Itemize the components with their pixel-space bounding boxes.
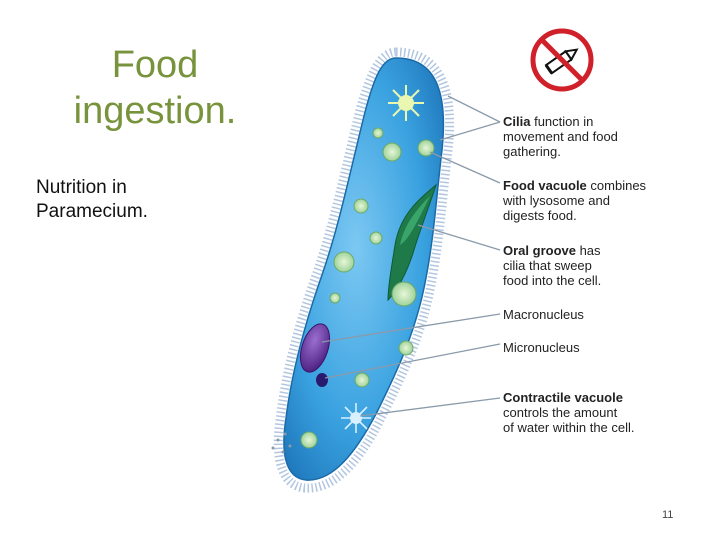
leader-macronucleus bbox=[321, 313, 501, 343]
label-cilia-term: Cilia bbox=[503, 114, 531, 129]
label-micronucleus: Micronucleus bbox=[503, 340, 580, 355]
leader-contractile-vacuole bbox=[359, 397, 501, 417]
expelled-particles bbox=[271, 432, 292, 454]
micronucleus bbox=[316, 373, 328, 387]
contractile-vacuole-bottom bbox=[341, 403, 371, 433]
label-food-vacuole-line2: with lysosome and bbox=[503, 193, 610, 208]
title-line-2: ingestion. bbox=[73, 90, 237, 132]
label-contractile-vacuole-line3: of water within the cell. bbox=[503, 420, 635, 435]
slide-title: Food ingestion. bbox=[40, 42, 270, 134]
page-number: 11 bbox=[662, 509, 674, 521]
subtitle-line-2: Paramecium. bbox=[36, 201, 148, 222]
label-cilia-line3: gathering. bbox=[503, 144, 561, 159]
label-oral-groove-line2: cilia that sweep bbox=[503, 258, 592, 273]
label-macronucleus-text: Macronucleus bbox=[503, 307, 584, 322]
label-oral-groove: Oral groove has cilia that sweep food in… bbox=[503, 243, 601, 288]
cell-body bbox=[283, 57, 445, 481]
contractile-vacuole-top bbox=[388, 85, 424, 121]
label-macronucleus: Macronucleus bbox=[503, 307, 584, 322]
leader-micronucleus bbox=[324, 343, 501, 379]
label-cilia: Cilia function in movement and food gath… bbox=[503, 114, 618, 159]
label-oral-groove-term: Oral groove bbox=[503, 243, 576, 258]
subtitle-line-1: Nutrition in bbox=[36, 177, 127, 198]
label-contractile-vacuole: Contractile vacuole controls the amount … bbox=[503, 390, 635, 435]
label-food-vacuole: Food vacuole combines with lysosome and … bbox=[503, 178, 646, 223]
label-oral-groove-line3: food into the cell. bbox=[503, 273, 602, 288]
oral-groove bbox=[387, 183, 438, 302]
label-contractile-vacuole-term: Contractile vacuole bbox=[503, 390, 623, 405]
leader-food-vacuole bbox=[429, 151, 501, 184]
macronucleus bbox=[299, 323, 331, 373]
leader-oral-groove bbox=[417, 224, 501, 251]
label-food-vacuole-line3: digests food. bbox=[503, 208, 577, 223]
title-line-1: Food bbox=[111, 44, 199, 86]
slide-subtitle: Nutrition in Paramecium. bbox=[36, 176, 236, 224]
leader-lines bbox=[321, 95, 501, 417]
food-vacuoles bbox=[300, 127, 435, 449]
label-oral-groove-line1: has bbox=[575, 243, 601, 258]
label-contractile-vacuole-line2: controls the amount bbox=[503, 405, 618, 420]
label-cilia-line1: function in bbox=[530, 114, 594, 129]
no-pencil-icon bbox=[530, 28, 594, 92]
oral-groove-highlight bbox=[400, 196, 430, 245]
leader-cilia-2 bbox=[439, 121, 501, 141]
leader-cilia-1 bbox=[447, 95, 501, 123]
label-food-vacuole-line1: combines bbox=[586, 178, 647, 193]
label-micronucleus-text: Micronucleus bbox=[503, 340, 580, 355]
label-cilia-line2: movement and food bbox=[503, 129, 618, 144]
label-food-vacuole-term: Food vacuole bbox=[503, 178, 587, 193]
